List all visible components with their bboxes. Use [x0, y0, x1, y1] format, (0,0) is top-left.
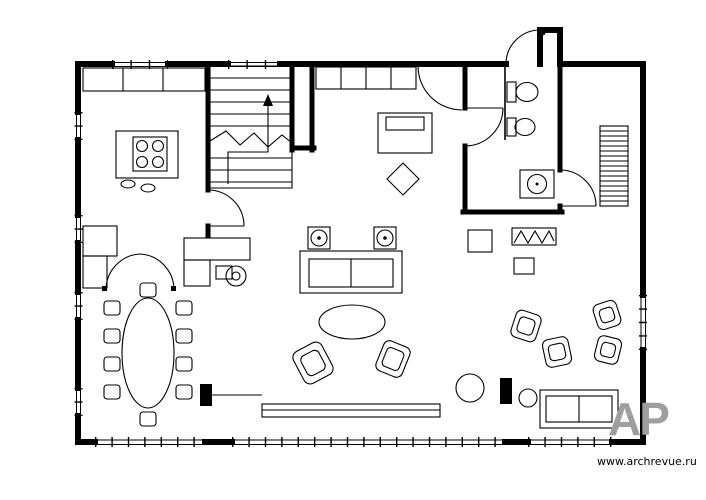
- stairs-break-line: [209, 130, 293, 148]
- desk-chair: [225, 265, 247, 287]
- piano: [377, 112, 433, 196]
- website-url: www.archrevue.ru: [597, 455, 697, 468]
- small-round-table: [518, 388, 538, 408]
- hall: [315, 66, 433, 196]
- kitchen-island: [115, 130, 179, 179]
- kitchen: [82, 67, 206, 289]
- dining-table: [121, 297, 175, 409]
- lounge-chair-1: [510, 309, 542, 343]
- door-hinge-dot: [171, 286, 176, 291]
- bathroom: [504, 64, 555, 199]
- stairs: [209, 65, 293, 189]
- kitchen-counter: [82, 67, 206, 92]
- window-left-3: [74, 292, 83, 320]
- wall-stub: [200, 384, 212, 406]
- coffee-table: [318, 304, 386, 340]
- lounge-chair-3: [592, 299, 622, 331]
- window-top-1: [112, 60, 168, 69]
- exterior-walls: [75, 27, 646, 445]
- toilet: [506, 81, 539, 103]
- dining-area: [103, 282, 193, 427]
- armchair-right: [375, 340, 411, 378]
- window-left-1: [74, 112, 83, 140]
- stairs-door: [207, 189, 245, 227]
- window-bottom-1: [95, 437, 205, 447]
- window-bottom-2: [232, 437, 505, 447]
- window-bench: [200, 378, 512, 418]
- double-door: [102, 253, 176, 291]
- bathroom-door: [464, 107, 504, 147]
- bidet: [506, 117, 536, 137]
- bar-stools: [120, 179, 156, 193]
- window-bottom-3: [528, 437, 612, 447]
- piano-stool: [386, 162, 420, 196]
- stairs-direction-arrow: [227, 94, 273, 184]
- entrance-door: [505, 29, 541, 65]
- closet-room: [599, 125, 629, 207]
- hall-wardrobe: [315, 66, 417, 90]
- window-left-2: [74, 215, 83, 243]
- living-room: [292, 226, 411, 385]
- lounge-chair-2: [541, 336, 573, 368]
- entrance-vestibule: [537, 27, 563, 67]
- desk-area: [183, 237, 251, 287]
- lamp-table-right: [373, 226, 397, 250]
- side-tables: [467, 229, 535, 275]
- window-left-4: [74, 388, 83, 416]
- lounge-area: [455, 299, 623, 429]
- round-table: [455, 373, 485, 403]
- lounge-chair-4: [593, 335, 623, 365]
- door-hinge-dot: [540, 30, 546, 36]
- closet-door: [559, 169, 597, 207]
- doors: [102, 29, 597, 291]
- desk: [183, 237, 251, 261]
- lamp-table-left: [307, 226, 331, 250]
- lounge-sofa: [539, 389, 619, 429]
- radiator: [511, 227, 557, 246]
- sofa: [299, 250, 403, 294]
- kitchen-counter-left: [82, 225, 118, 289]
- window-right-1: [639, 295, 647, 350]
- armchair-left: [292, 341, 334, 385]
- stove-burners: [135, 139, 165, 169]
- wall-stub: [500, 378, 512, 404]
- hall-door: [417, 65, 463, 111]
- stove: [132, 136, 168, 172]
- dining-chairs: [103, 282, 193, 427]
- watermark-logo: AP: [608, 393, 670, 445]
- sink: [519, 169, 555, 199]
- closet-shelves: [599, 125, 629, 207]
